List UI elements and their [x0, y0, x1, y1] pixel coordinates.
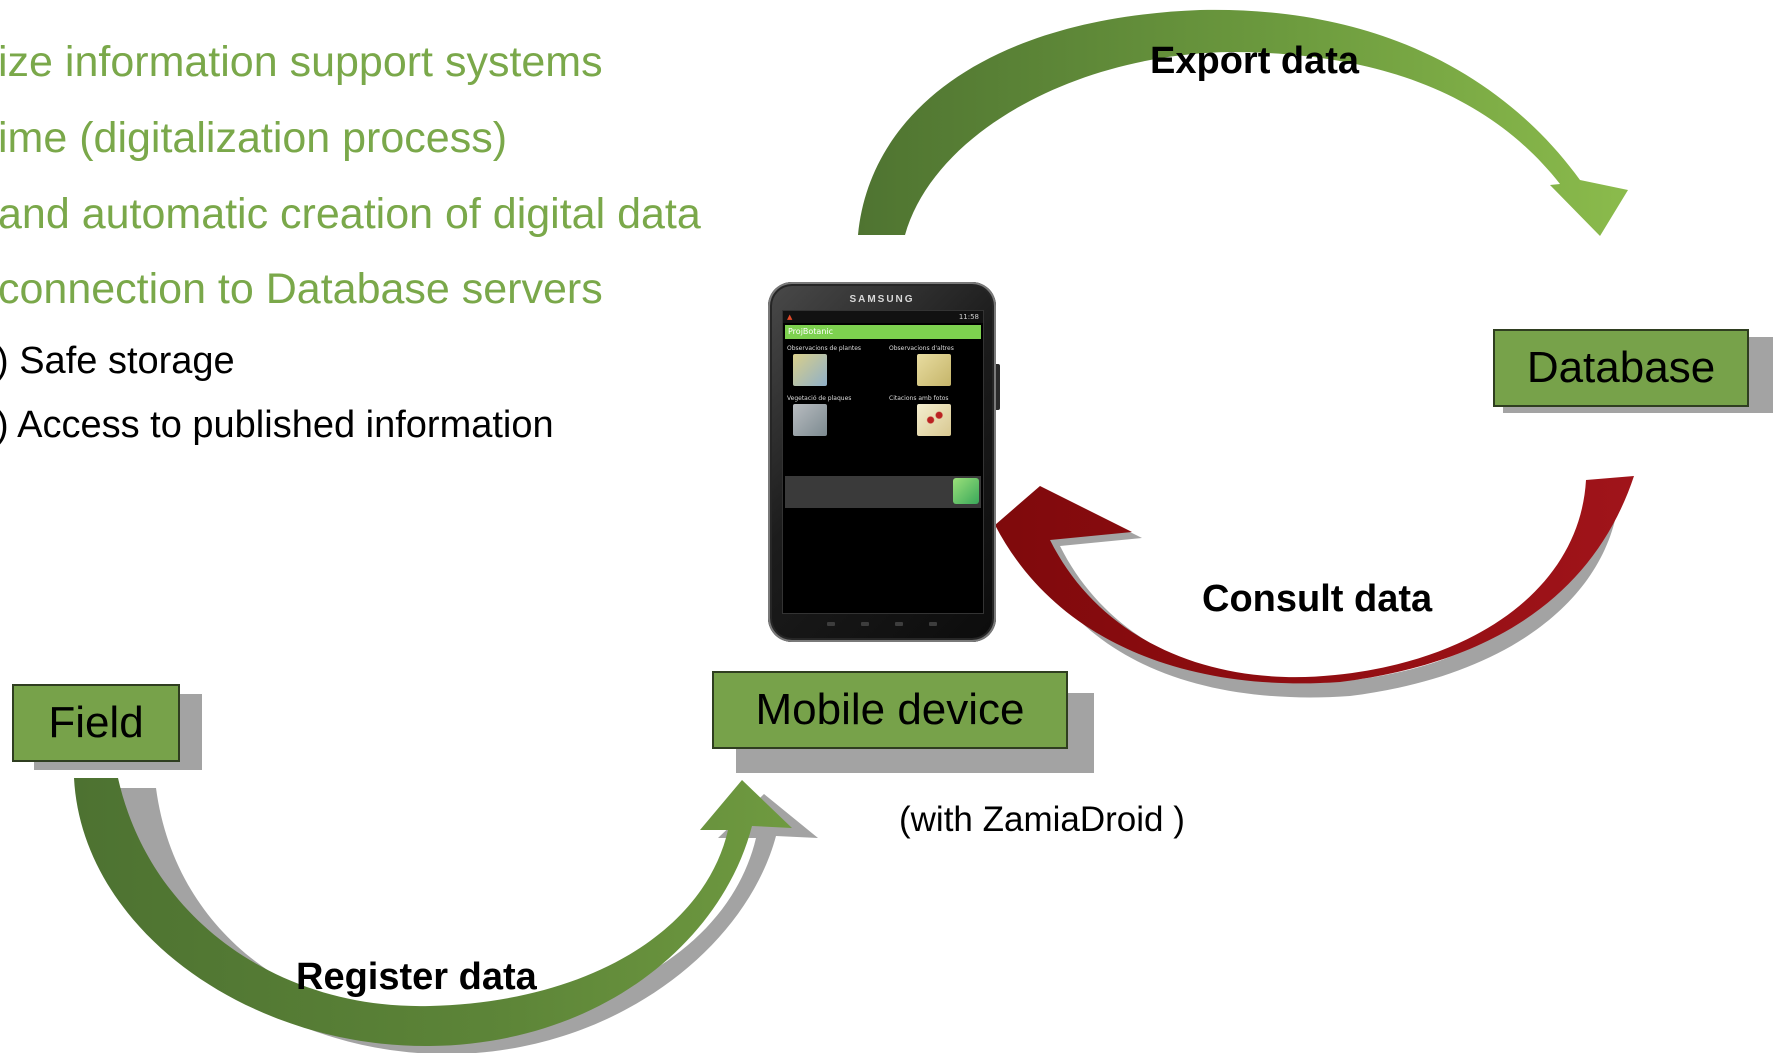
tablet-status-bar: ▲ 11:58: [783, 311, 983, 323]
app-tile-label: Citacions amb fotos: [889, 395, 949, 402]
tablet-nav-keys: [768, 622, 996, 632]
export-data-label: Export data: [1150, 40, 1360, 82]
mobile-device-label: Mobile device: [712, 671, 1068, 749]
app-tile-1: Observacions de plantes: [787, 345, 877, 389]
tablet-brand: SAMSUNG: [849, 294, 915, 305]
bullet-line-1: ize information support systems: [0, 38, 603, 86]
bullet-line-3: and automatic creation of digital data: [0, 190, 701, 238]
status-time: 11:58: [958, 313, 979, 321]
tablet-screen: ▲ 11:58 ProjBotanic Observacions de plan…: [782, 310, 984, 614]
notepad-icon: [917, 354, 951, 386]
bullet-line-5: ) Safe storage: [0, 340, 235, 382]
consult-data-label: Consult data: [1202, 578, 1433, 620]
home-key-icon: [861, 622, 869, 626]
app-tile-2: Observacions d'altres: [889, 345, 979, 389]
register-arrow: [74, 778, 818, 1053]
app-tile-3: Vegetació de plaques: [787, 395, 877, 439]
database-node: Database: [1493, 329, 1775, 413]
bullet-line-2: ime (digitalization process): [0, 114, 508, 162]
back-key-icon: [895, 622, 903, 626]
mobile-device-node: Mobile device: [712, 671, 1096, 775]
bullet-line-6: ) Access to published information: [0, 404, 554, 446]
database-label: Database: [1493, 329, 1749, 407]
plot-icon: [793, 404, 827, 436]
field-label: Field: [12, 684, 180, 762]
map-points-icon: [917, 404, 951, 436]
tablet-image: SAMSUNG ▲ 11:58 ProjBotanic Observacions…: [768, 282, 1000, 642]
zamiadroid-caption: (with ZamiaDroid ): [899, 800, 1185, 839]
map-app-icon: [953, 478, 979, 504]
tablet-side-button: [996, 364, 1000, 410]
bullet-line-4: connection to Database servers: [0, 265, 603, 313]
field-node: Field: [12, 684, 202, 770]
app-tile-label: Observacions de plantes: [787, 345, 862, 352]
register-data-label: Register data: [296, 956, 537, 998]
export-arrow: [858, 9, 1628, 236]
app-tile-4: Citacions amb fotos: [889, 395, 979, 439]
consult-arrow: [995, 476, 1634, 698]
search-key-icon: [929, 622, 937, 626]
app-tile-label: Vegetació de plaques: [787, 395, 852, 402]
tablet-bottom-strip: [785, 476, 981, 508]
menu-key-icon: [827, 622, 835, 626]
app-title-bar: ProjBotanic: [785, 325, 981, 339]
warning-icon: ▲: [787, 313, 793, 321]
plant-observation-icon: [793, 354, 827, 386]
app-tile-label: Observacions d'altres: [889, 345, 954, 352]
